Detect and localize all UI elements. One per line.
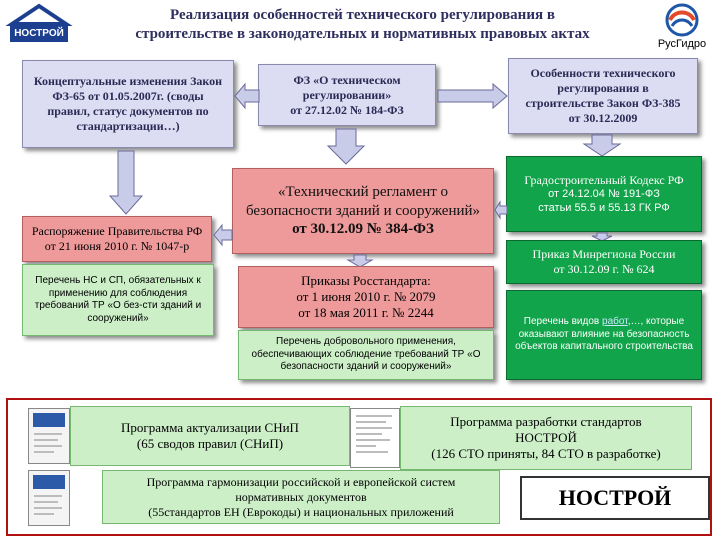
fz184-line2: от 27.12.02 № 184-ФЗ bbox=[290, 102, 404, 117]
fz184-line1: ФЗ «О техническом регулировании» bbox=[293, 72, 401, 102]
programs-frame bbox=[6, 398, 712, 536]
concept-text: Концептуальные изменения Закон ФЗ-65 от … bbox=[33, 74, 223, 133]
arrow-left-icon bbox=[494, 200, 508, 220]
arrow-down-icon bbox=[108, 150, 144, 215]
rushydro-logo-text: РусГидро bbox=[657, 38, 707, 50]
document-thumbnail-icon bbox=[28, 408, 70, 464]
perechen-dobr-box: Перечень добровольного применения, обесп… bbox=[238, 330, 494, 380]
nostroy-program-line3: (126 СТО приняты, 84 СТО в разработке) bbox=[431, 446, 661, 462]
rasp-line2: от 21 июня 2010 г. № 1047-р bbox=[44, 239, 190, 253]
concept-box: Концептуальные изменения Закон ФЗ-65 от … bbox=[22, 60, 234, 148]
arrow-left-icon bbox=[213, 223, 233, 247]
snip-program-line1: Программа актуализации СНиП bbox=[121, 419, 299, 435]
page-title-line1: Реализация особенностей технического рег… bbox=[170, 7, 555, 23]
perechen-rabot-suffix: ,…, которые оказывают влияние на безопас… bbox=[515, 316, 693, 353]
prikaz-rosst-line3: от 18 мая 2011 г. № 2244 bbox=[298, 305, 434, 321]
harmonization-program-box: Программа гармонизации российской и евро… bbox=[102, 470, 500, 524]
gradcode-line2: от 24.12.04 № 191-ФЗ bbox=[548, 187, 660, 200]
perechen-rabot-text: Перечень видов работ,…, которые оказываю… bbox=[515, 316, 693, 354]
arrow-down-icon bbox=[591, 232, 613, 242]
nostroy-program-line1: Программа разработки стандартов bbox=[450, 413, 642, 429]
techreg-line1: «Технический регламент о безопасности зд… bbox=[245, 183, 481, 219]
perechen-rabot-prefix: Перечень видов bbox=[523, 316, 603, 328]
gradcode-line3: статьи 55.5 и 55.13 ГК РФ bbox=[538, 201, 670, 214]
perechen-rabot-box: Перечень видов работ,…, которые оказываю… bbox=[506, 290, 702, 380]
techreg-line2: от 30.12.09 № 384-ФЗ bbox=[292, 221, 434, 238]
fz385-box: Особенности технического регулирования в… bbox=[508, 58, 698, 134]
perechen-dobr-text: Перечень добровольного применения, обесп… bbox=[251, 336, 481, 373]
rasp-box: Распоряжение Правительства РФ от 21 июня… bbox=[22, 216, 212, 262]
prikaz-rosst-line1: Приказы Росстандарта: bbox=[301, 272, 431, 288]
fz385-text: Особенности технического регулирования в… bbox=[525, 66, 681, 125]
prikaz-minreg-box: Приказ Минрегиона России от 30.12.09 г. … bbox=[506, 240, 702, 284]
page-title-line2: строительстве в законодательных и нормат… bbox=[135, 26, 590, 42]
gradcode-box: Градостроительный Кодекс РФ от 24.12.04 … bbox=[506, 156, 702, 232]
nostroy-label-box: НОСТРОЙ bbox=[520, 476, 710, 520]
nostroy-logo-text: НОСТРОЙ bbox=[14, 28, 64, 39]
harmonization-line2: нормативных документов bbox=[235, 489, 367, 504]
gradcode-line1: Градостроительный Кодекс РФ bbox=[524, 172, 684, 187]
rasp-line1: Распоряжение Правительства РФ bbox=[31, 224, 203, 238]
document-thumbnail-icon bbox=[28, 470, 70, 526]
snip-program-box: Программа актуализации СНиП (65 сводов п… bbox=[70, 406, 350, 466]
arrow-down-icon bbox=[582, 134, 622, 157]
fz184-box: ФЗ «О техническом регулировании» от 27.1… bbox=[258, 64, 436, 126]
nostroy-label-text: НОСТРОЙ bbox=[558, 485, 672, 511]
techreg-box: «Технический регламент о безопасности зд… bbox=[232, 168, 494, 254]
prikaz-minreg-line2: от 30.12.09 г. № 624 bbox=[553, 262, 655, 276]
rushydro-logo: РусГидро bbox=[646, 2, 718, 54]
arrow-down-icon bbox=[346, 254, 374, 268]
perechen-ns-text: Перечень НС и СП, обязательных к примене… bbox=[34, 275, 202, 324]
nostroy-program-line2: НОСТРОЙ bbox=[515, 429, 577, 445]
arrow-right-icon bbox=[437, 82, 508, 110]
snip-program-line2: (65 сводов правил (СНиП) bbox=[136, 436, 284, 451]
prikaz-rosst-line2: от 1 июня 2010 г. № 2079 bbox=[296, 288, 436, 304]
prikaz-minreg-line1: Приказ Минрегиона России bbox=[532, 247, 676, 261]
page-title: Реализация особенностей технического рег… bbox=[80, 6, 645, 46]
arrow-down-icon bbox=[326, 128, 366, 165]
prikaz-rosst-box: Приказы Росстандарта: от 1 июня 2010 г. … bbox=[238, 266, 494, 328]
nostroy-program-box: Программа разработки стандартов НОСТРОЙ … bbox=[400, 406, 692, 470]
perechen-rabot-link[interactable]: работ bbox=[602, 316, 628, 328]
perechen-ns-box: Перечень НС и СП, обязательных к примене… bbox=[22, 264, 214, 336]
harmonization-line1: Программа гармонизации российской и евро… bbox=[146, 474, 456, 489]
certificate-thumbnail-icon bbox=[350, 408, 400, 468]
nostroy-logo: НОСТРОЙ bbox=[4, 2, 74, 50]
harmonization-line3: (55стандартов ЕН (Еврокоды) и национальн… bbox=[148, 504, 454, 519]
arrow-left-icon bbox=[234, 82, 260, 110]
